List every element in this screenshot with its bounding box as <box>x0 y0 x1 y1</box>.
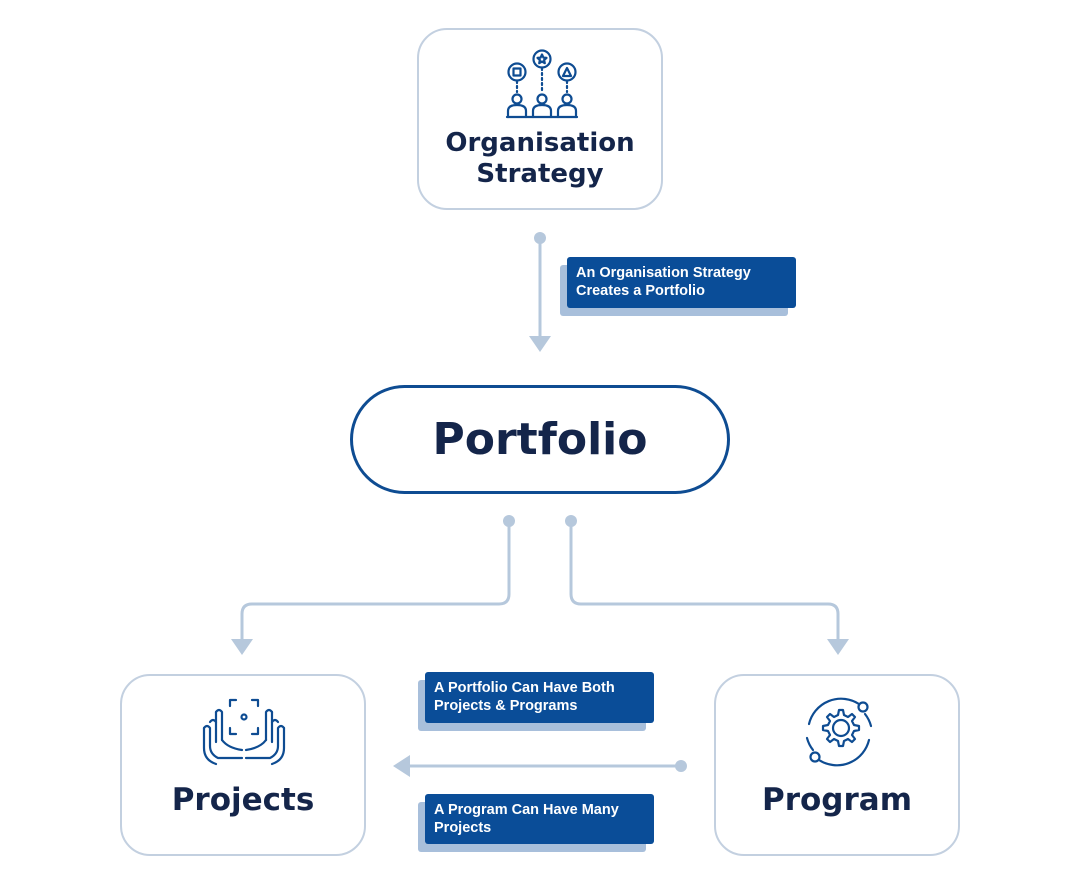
note-line: Creates a Portfolio <box>576 283 705 299</box>
team-strategy-icon <box>505 49 579 119</box>
hands-frame-icon <box>202 698 286 766</box>
arrowhead-down <box>529 336 551 352</box>
note-box: A Program Can Have Many Projects <box>425 794 654 844</box>
edge-start-dot <box>534 232 546 244</box>
note-line: An Organisation Strategy <box>576 265 751 281</box>
edge-portfolio-projects <box>240 519 511 642</box>
edge-start-dot <box>503 515 515 527</box>
note-line: Projects & Programs <box>434 698 578 714</box>
organisation-strategy-node: Organisation Strategy <box>417 28 663 210</box>
edge-start-dot <box>565 515 577 527</box>
arrowhead-down <box>827 639 849 655</box>
arrowhead-down <box>231 639 253 655</box>
program-node: Program <box>714 674 960 856</box>
projects-node: Projects <box>120 674 366 856</box>
note-portfolio-both: A Portfolio Can Have Both Projects & Pro… <box>418 672 654 732</box>
note-line: A Portfolio Can Have Both <box>434 680 615 696</box>
note-strategy-creates-portfolio: An Organisation Strategy Creates a Portf… <box>560 257 796 317</box>
note-box: A Portfolio Can Have Both Projects & Pro… <box>425 672 654 723</box>
edge-start-dot <box>675 760 687 772</box>
note-line: A Program Can Have Many <box>434 802 619 818</box>
note-line: Projects <box>434 820 492 836</box>
arrowhead-left <box>393 755 410 777</box>
portfolio-node: Portfolio <box>350 385 730 494</box>
edge-portfolio-program <box>569 519 840 642</box>
note-box: An Organisation Strategy Creates a Portf… <box>567 257 796 308</box>
node-label: Projects <box>171 782 315 818</box>
node-label: Organisation Strategy <box>445 128 635 189</box>
node-label: Portfolio <box>432 414 648 465</box>
node-label: Program <box>761 782 912 818</box>
gear-orbit-icon <box>805 697 873 767</box>
note-program-many-projects: A Program Can Have Many Projects <box>418 794 654 854</box>
